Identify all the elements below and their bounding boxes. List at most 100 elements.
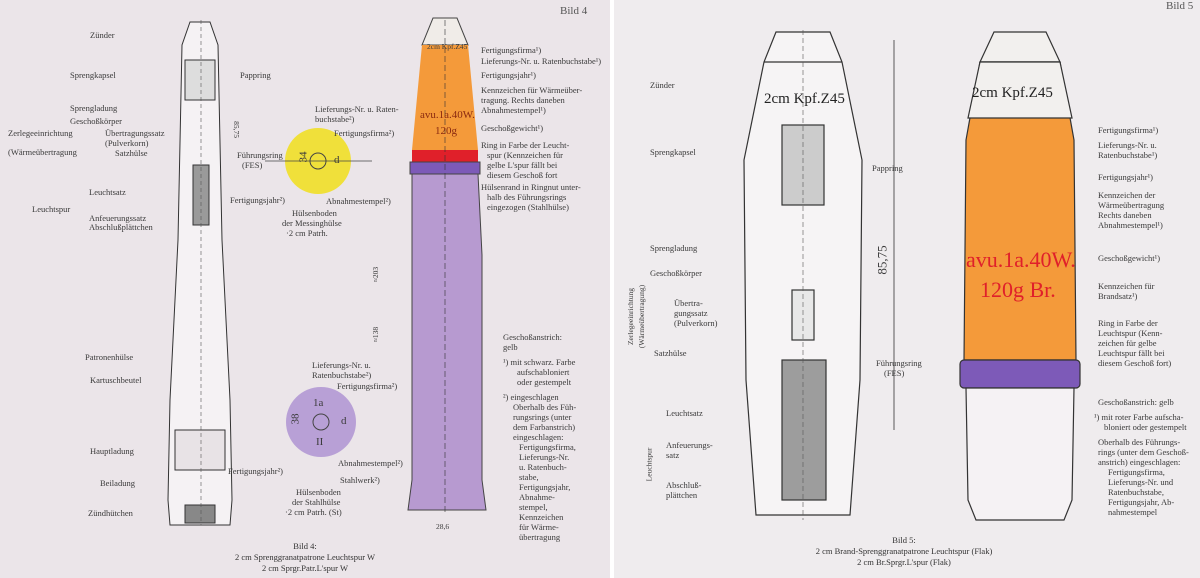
label: gelbe L'spur fällt bei xyxy=(487,160,558,170)
colored-projectile xyxy=(959,31,1081,521)
label: Sprengkapsel xyxy=(650,147,696,157)
caption-line: 2 cm Brand-Sprenggranatpatrone Leuchtspu… xyxy=(815,546,993,556)
label: Fertigungsjahr²) xyxy=(230,195,285,205)
figure-bild-5: Bild 5 Zünder Sprengkapsel Pappring Spre… xyxy=(614,0,1200,578)
label: Leuchtspur xyxy=(32,204,71,214)
label: Sprengkapsel xyxy=(70,70,116,80)
caption-line: 2 cm Br.Sprgr.L'spur (Flak) xyxy=(857,557,951,567)
caption-line: Bild 5: xyxy=(892,535,916,545)
shell-weight-marking: 120g xyxy=(435,125,457,137)
label: Kennzeichen für Wärmeüber- xyxy=(481,85,583,95)
label: Stahlwerk²) xyxy=(340,475,380,485)
label: Ring in Farbe der Leucht- xyxy=(481,140,570,150)
label: (FES) xyxy=(242,160,263,170)
figure-title: Bild 4 xyxy=(560,5,588,17)
label: Fertigungsfirma²) xyxy=(334,128,395,138)
label: Zerlegeeinrichtung xyxy=(8,128,73,138)
label: (Pulverkorn) xyxy=(105,138,149,148)
disc-mark: 34 xyxy=(297,151,310,163)
note-line: Geschoßanstrich: xyxy=(503,332,563,342)
label: Leuchtspur (Kenn- xyxy=(1098,328,1163,338)
fuze-marking: 2cm Kpf.Z45 xyxy=(427,42,468,51)
label: Übertra- xyxy=(674,298,703,308)
caption-line: Bild 4: xyxy=(293,541,317,551)
label: Fertigungsjahr²) xyxy=(228,466,283,476)
figure-caption: Bild 5: 2 cm Brand-Sprenggranatpatrone L… xyxy=(754,535,1054,568)
label: Abnahmestempel¹) xyxy=(481,105,546,115)
purple-casing-base-disc xyxy=(286,387,356,457)
label: Geschoßkörper xyxy=(650,268,702,278)
note-line: ²) eingeschlagen xyxy=(503,392,559,402)
caption: Hülsenboden xyxy=(296,487,341,497)
label: Zerlegeeinrichtung xyxy=(626,287,636,346)
label: Lieferungs-Nr. u. Ratenbuchstabe¹) xyxy=(481,56,602,66)
shell-code-marking: avu.1a.40W. xyxy=(420,109,475,121)
note-line: ¹) mit schwarz. Farbe xyxy=(503,357,576,367)
note-line: Lieferungs-Nr. xyxy=(519,452,570,462)
label: Leuchtsatz xyxy=(666,408,703,418)
label: plättchen xyxy=(666,490,698,500)
label: Brandsatz¹) xyxy=(1098,291,1138,301)
label: Kennzeichen der xyxy=(1098,190,1156,200)
label: Fertigungsjahr¹) xyxy=(1098,172,1153,182)
fuze-marking: 2cm Kpf.Z45 xyxy=(764,91,845,107)
note-line: aufschabloniert xyxy=(517,367,570,377)
figure-caption: Bild 4: 2 cm Sprenggranatpatrone Leuchts… xyxy=(155,541,455,574)
label: Patronenhülse xyxy=(85,352,134,362)
label: Leuchtspur fällt bei xyxy=(1098,348,1165,358)
disc-mark: 1a xyxy=(313,397,324,409)
label: halb des Führungsrings xyxy=(487,192,567,202)
note-line: stempel, xyxy=(519,502,548,512)
label: Fertigungsfirma¹) xyxy=(1098,125,1159,135)
note-line: Fertigungsfirma, xyxy=(1108,467,1165,477)
note-line: Oberhalb des Führungs- xyxy=(1098,437,1181,447)
note-line: u. Ratenbuch- xyxy=(519,462,567,472)
label: Führungsring xyxy=(237,150,283,160)
label: Leuchtspur xyxy=(644,447,654,482)
label: Fertigungsfirma¹) xyxy=(481,45,542,55)
label: Übertragungssatz xyxy=(105,128,165,138)
note-line: Fertigungsjahr, Ab- xyxy=(1108,497,1175,507)
label: (Wärmeübertragung xyxy=(8,147,77,157)
caption: der Stahlhülse xyxy=(292,497,341,507)
label: Zünder xyxy=(90,30,115,40)
label: satz xyxy=(666,450,680,460)
fuze-marking: 2cm Kpf.Z45 xyxy=(972,85,1053,101)
caption-line: 2 cm Sprgr.Patr.L'spur W xyxy=(262,563,348,573)
label: Sprengladung xyxy=(650,243,698,253)
note-line: Abnahme- xyxy=(519,492,555,502)
label: Kennzeichen für xyxy=(1098,281,1155,291)
note-line: rungsrings (unter xyxy=(513,412,572,422)
note-line: eingeschlagen: xyxy=(513,432,564,442)
disc-mark: II xyxy=(316,436,324,448)
disc-mark: 38 xyxy=(289,413,302,425)
label: Führungsring xyxy=(876,358,922,368)
label: Sprengladung xyxy=(70,103,118,113)
label: Geschoßkörper xyxy=(70,116,122,126)
label: Pappring xyxy=(872,163,903,173)
note-line: stabe, xyxy=(519,472,539,482)
label: Abnahmestempel²) xyxy=(326,196,391,206)
label: Anfeuerungs- xyxy=(666,440,713,450)
disc-mark: d xyxy=(341,415,347,427)
note-line: anstrich) eingeschlagen: xyxy=(1098,457,1181,467)
note-line: dem Farbanstrich) xyxy=(513,422,576,432)
label: Lieferungs-Nr. u. xyxy=(1098,140,1157,150)
label: Zünder xyxy=(650,80,675,90)
label: Leuchtsatz xyxy=(89,187,126,197)
label: Ring in Farbe der xyxy=(1098,318,1158,328)
dimension: 28,6 xyxy=(436,522,450,531)
label: Geschoßgewicht¹) xyxy=(1098,253,1161,263)
label: tragung. Rechts daneben xyxy=(481,95,565,105)
label: Hauptladung xyxy=(90,446,134,456)
shell-code-marking: avu.1a.40W. xyxy=(966,247,1076,272)
caption-line: 2 cm Sprenggranatpatrone Leuchtspur W xyxy=(234,552,376,562)
label: Abschlußplättchen xyxy=(89,222,153,232)
label: diesem Geschoß fort) xyxy=(1098,358,1172,368)
caption: ·2 cm Patrh. xyxy=(286,228,328,238)
note-line: Ratenbuchstabe, xyxy=(1108,487,1164,497)
note-line: Oberhalb des Füh- xyxy=(513,402,577,412)
label: Zündhütchen xyxy=(88,508,133,518)
dimension: 85,75 xyxy=(874,245,890,275)
sectional-cartridge xyxy=(167,21,233,526)
